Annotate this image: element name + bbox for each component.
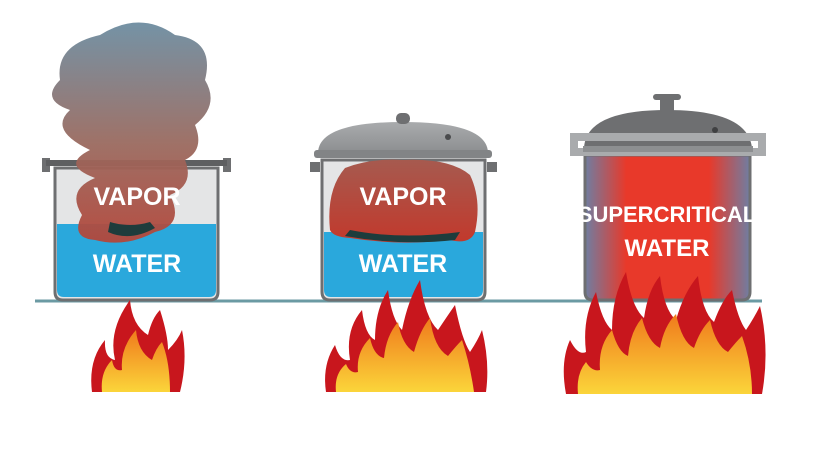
lidded-pot [310, 158, 497, 302]
water-layer [57, 224, 216, 297]
supercritical-label-line2: WATER [625, 235, 710, 262]
pot-lid [314, 113, 492, 158]
pot2-vapor-label: VAPOR [359, 183, 446, 211]
steam-cloud [52, 22, 211, 243]
pressure-cooker [583, 153, 752, 302]
pot1-vapor-label: VAPOR [93, 183, 180, 211]
vapor-bubble [329, 159, 478, 243]
flame-icon [325, 280, 488, 392]
pressure-cooker-lid [570, 94, 766, 156]
water-layer [324, 232, 483, 297]
flame-icon [91, 300, 185, 392]
flame-icon [563, 272, 766, 394]
pot1-water-label: WATER [93, 250, 181, 278]
supercritical-label-line1: SUPERCRITICAL [578, 202, 756, 227]
pot2-water-label: WATER [359, 250, 447, 278]
